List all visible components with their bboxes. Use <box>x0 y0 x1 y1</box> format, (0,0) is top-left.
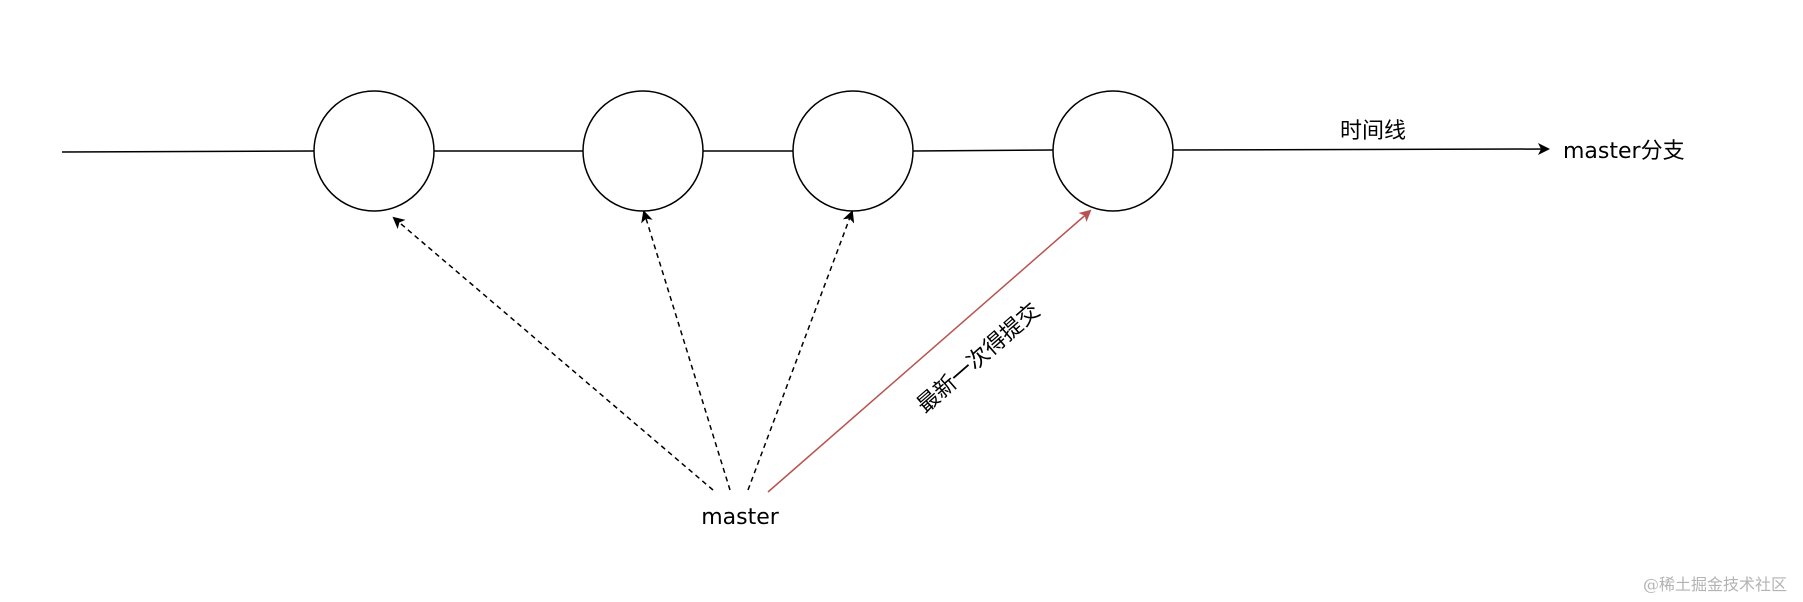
commit-node <box>582 90 704 212</box>
latest-commit-label: 最新一次得提交 <box>913 299 1046 419</box>
commit-node <box>313 90 435 212</box>
pointer-arrows <box>392 209 1092 493</box>
dashed-arrow <box>392 216 714 491</box>
dashed-arrow <box>641 210 731 491</box>
watermark: @稀土掘金技术社区 <box>1643 575 1787 594</box>
commits <box>313 90 1174 212</box>
commit-node <box>792 90 914 212</box>
commit-node <box>1052 90 1174 212</box>
dashed-arrow <box>747 210 855 491</box>
timeline-segment <box>61 150 315 153</box>
timeline <box>61 143 1550 156</box>
branch-label: master分支 <box>1563 139 1685 164</box>
master-pointer-label: master <box>701 505 780 530</box>
timeline-arrow <box>1172 143 1550 156</box>
timeline-segment <box>912 149 1054 152</box>
latest-commit-arrow <box>767 209 1092 493</box>
timeline-label: 时间线 <box>1340 119 1406 144</box>
